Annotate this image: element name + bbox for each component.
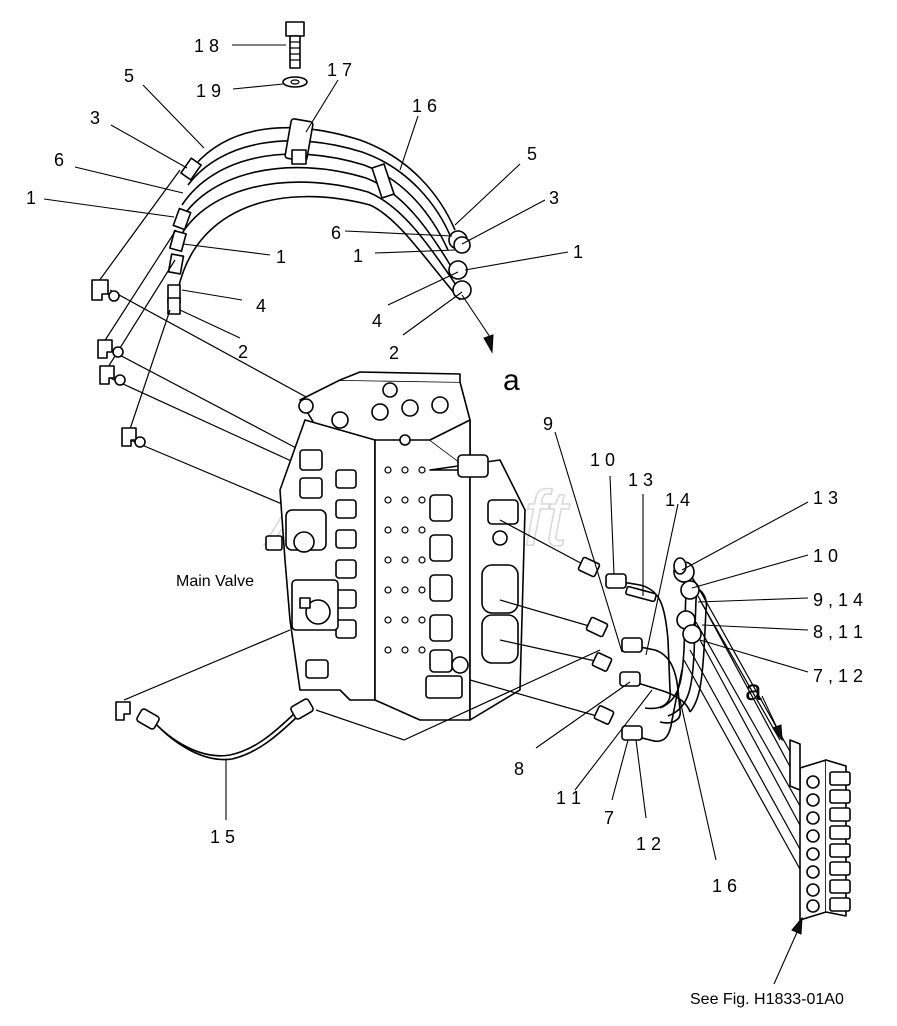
bolt-18 bbox=[285, 21, 305, 69]
manifold-fittings bbox=[829, 771, 851, 912]
callout-4-inner: 4 bbox=[256, 296, 266, 316]
callout-1-right: 1 bbox=[573, 242, 583, 262]
callout-15: 1 5 bbox=[210, 827, 235, 847]
callout-3-left: 3 bbox=[90, 108, 100, 128]
spool-caps-right bbox=[425, 454, 519, 699]
view-a-bottom: a bbox=[745, 674, 762, 707]
hose-15 bbox=[115, 629, 601, 761]
callout-7-12: 7 , 1 2 bbox=[813, 666, 863, 686]
callout-labels: 1 8 1 9 1 7 1 6 5 3 6 1 5 3 6 1 1 1 4 4 … bbox=[26, 36, 863, 896]
valve-face-ports bbox=[384, 466, 426, 654]
callout-3-right: 3 bbox=[549, 188, 559, 208]
callout-6-left: 6 bbox=[54, 150, 64, 170]
callout-7-bottom: 7 bbox=[604, 808, 614, 828]
callout-14: 1 4 bbox=[665, 490, 690, 510]
right-hose-fittings bbox=[448, 230, 472, 300]
callout-9-14: 9 , 1 4 bbox=[813, 590, 863, 610]
upper-hose-bundle bbox=[167, 21, 494, 354]
spool-caps-left bbox=[265, 449, 357, 679]
callout-6-mid: 6 bbox=[331, 223, 341, 243]
lower-hose-bundle bbox=[605, 557, 809, 881]
callout-9: 9 bbox=[543, 414, 553, 434]
callout-19: 1 9 bbox=[196, 81, 221, 101]
callout-13-top: 1 3 bbox=[628, 470, 653, 490]
callout-16-top: 1 6 bbox=[412, 96, 437, 116]
valve-to-fittings-lines bbox=[469, 519, 615, 725]
callout-13-right: 1 3 bbox=[813, 488, 838, 508]
callout-10-top: 1 0 bbox=[590, 450, 615, 470]
manifold-ports bbox=[806, 775, 820, 913]
callout-1-left: 1 bbox=[26, 188, 36, 208]
main-valve-label: Main Valve bbox=[176, 573, 254, 590]
callout-2-mid: 2 bbox=[389, 343, 399, 363]
callout-5-left: 5 bbox=[124, 66, 134, 86]
callout-12-bottom: 1 2 bbox=[636, 834, 661, 854]
pilot-manifold bbox=[773, 739, 851, 985]
callout-11-bottom: 1 1 bbox=[556, 788, 581, 808]
callout-4-mid: 4 bbox=[372, 311, 382, 331]
callout-1-inner: 1 bbox=[276, 247, 286, 267]
elbow-fittings-left bbox=[91, 279, 146, 448]
callout-10-right: 1 0 bbox=[813, 546, 838, 566]
see-figure-note: See Fig. H1833-01A0 bbox=[690, 991, 844, 1008]
left-hose-fittings bbox=[167, 157, 202, 315]
main-valve bbox=[265, 371, 526, 721]
callout-1-mid: 1 bbox=[353, 246, 363, 266]
callout-17: 1 7 bbox=[327, 60, 352, 80]
callout-2-inner: 2 bbox=[238, 342, 248, 362]
callout-8-bottom: 8 bbox=[514, 759, 524, 779]
callout-5-right: 5 bbox=[527, 144, 537, 164]
callout-8-11: 8 , 1 1 bbox=[813, 622, 863, 642]
callout-16-bottom: 1 6 bbox=[712, 876, 737, 896]
callout-18: 1 8 bbox=[194, 36, 219, 56]
callout-leaders bbox=[43, 44, 809, 861]
view-a-top: a bbox=[503, 364, 520, 397]
